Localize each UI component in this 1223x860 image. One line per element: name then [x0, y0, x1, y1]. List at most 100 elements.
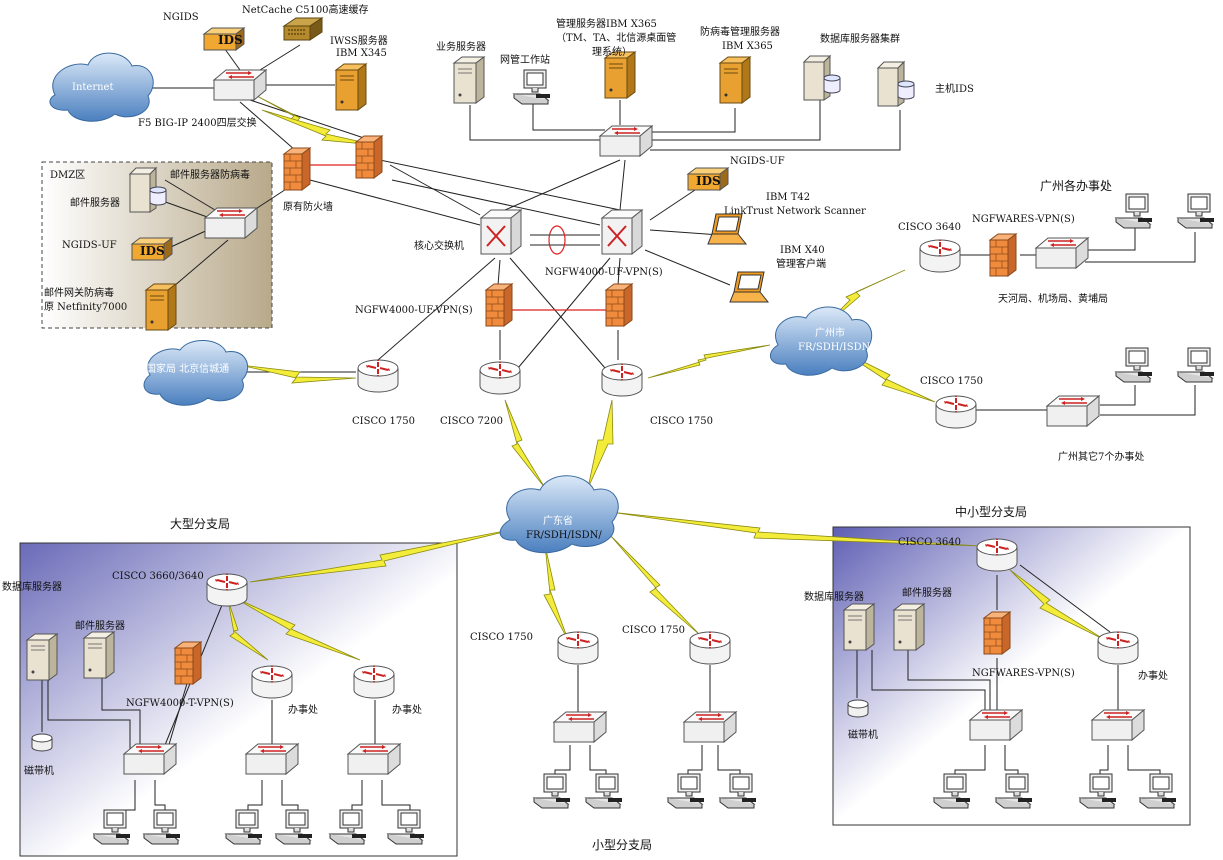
- server-switch-icon: [599, 125, 653, 157]
- large-office1-switch-icon: [245, 743, 299, 775]
- prov-cloud-label-2: FR/SDH/ISDN/: [526, 530, 602, 541]
- business-server-icon: [453, 56, 485, 104]
- gz-ngfwares-firewall-icon: [989, 233, 1017, 277]
- gz-cisco1750-label: CISCO 1750: [920, 376, 983, 387]
- cisco3640-gz-router-icon: [919, 238, 961, 273]
- large-mail-server-icon: [83, 631, 115, 679]
- gz-offices-label: 天河局、机场局、黄埔局: [998, 292, 1108, 305]
- core-switch-right-icon: [601, 209, 643, 255]
- gz-office-switch-icon: [1035, 237, 1089, 269]
- netws-label: 网管工作站: [500, 53, 550, 66]
- gz-pc-3-icon: [1115, 347, 1153, 383]
- medium-office-switch-icon: [1091, 709, 1145, 741]
- large-tape-icon: [31, 733, 53, 752]
- ibm-x40-laptop-icon: [729, 271, 769, 303]
- medium-office-label: 办事处: [1138, 669, 1168, 682]
- small-router-2-icon: [689, 630, 731, 665]
- medium-branch-switch-icon: [969, 709, 1023, 741]
- large-firewall-icon: [174, 641, 202, 685]
- large-mail-label: 邮件服务器: [75, 619, 125, 632]
- ids-badge-text: IDS: [218, 33, 243, 47]
- f5-label: F5 BIG-IP 2400四层交换: [138, 116, 257, 129]
- iwss-model-label: IBM X345: [336, 48, 387, 59]
- old-firewall-right-icon: [355, 135, 383, 179]
- mail-gw-model-label: 原 Netfinity7000: [44, 301, 127, 313]
- mail-gw-label: 邮件网关防病毒: [44, 286, 114, 299]
- t42-scanner-label: LinkTrust Network Scanner: [724, 206, 866, 217]
- large-office2-switch-icon: [347, 743, 401, 775]
- x40-client-label: 管理客户端: [776, 257, 826, 270]
- host-ids-icon: [877, 61, 915, 107]
- medium-router-label: CISCO 3640: [898, 537, 961, 548]
- dmz-ids-badge-text: IDS: [140, 244, 165, 258]
- gz-pc-2-icon: [1177, 193, 1215, 229]
- av-server-model-label: IBM X365: [722, 41, 773, 52]
- core-switch-label: 核心交换机: [414, 239, 464, 252]
- ibm-t42-laptop-icon: [707, 213, 747, 245]
- db-cluster-label: 数据库服务器集群: [820, 32, 900, 45]
- red-links: [310, 164, 608, 311]
- medium-db-server-icon: [843, 603, 875, 651]
- medium-mail-label: 邮件服务器: [902, 586, 952, 599]
- vpn-firewall-left-icon: [485, 283, 513, 327]
- vpn-left-label: NGFW4000-UF-VPN(S): [355, 305, 473, 316]
- t42-label: IBM T42: [766, 192, 810, 203]
- small-pc-4-icon: [719, 773, 757, 809]
- internet-cloud: [49, 52, 154, 122]
- small-router-1-icon: [557, 630, 599, 665]
- mgmt-server-label-2: （TM、TA、北信源桌面管: [556, 31, 676, 44]
- f5-switch-icon: [213, 69, 267, 101]
- mail-av-label: 邮件服务器防病毒: [170, 168, 250, 181]
- medium-firewall-icon: [983, 611, 1011, 655]
- core-ngids-label: NGIDS-UF: [730, 156, 785, 167]
- dmz-ngids-label: NGIDS-UF: [62, 240, 117, 251]
- small-pc-1-icon: [533, 773, 571, 809]
- medium-branch-title: 中小型分支局: [955, 504, 1027, 519]
- large-office1-router-icon: [251, 664, 293, 699]
- gz-others-label: 广州其它7个办事处: [1058, 450, 1144, 463]
- small-switch-2-icon: [683, 711, 737, 743]
- cisco1750-left-router-icon: [357, 358, 399, 393]
- gz-other-switch-icon: [1046, 395, 1100, 427]
- gz-city-cloud-label-2: FR/SDH/ISDN/: [798, 342, 874, 353]
- old-firewall-left-icon: [283, 147, 311, 191]
- gz-pc-4-icon: [1177, 347, 1215, 383]
- small-pc-2-icon: [585, 773, 623, 809]
- large-cisco-router-icon: [206, 572, 248, 607]
- netcache-device-icon: [282, 17, 324, 41]
- gz-city-cloud-label: 广州市: [815, 326, 845, 339]
- medium-tape-label: 磁带机: [848, 728, 878, 741]
- medium-db-label: 数据库服务器: [804, 590, 864, 603]
- mgmt-server-label: 管理服务器IBM X365: [556, 17, 657, 30]
- large-router-label: CISCO 3660/3640: [112, 571, 204, 582]
- large-branch-title: 大型分支局: [170, 517, 230, 531]
- gz-ngfwares-label: NGFWARES-VPN(S): [972, 214, 1075, 225]
- small-cisco-1-label: CISCO 1750: [470, 632, 533, 643]
- cisco7200-label: CISCO 7200: [440, 416, 503, 427]
- core-ids-badge-text: IDS: [696, 174, 721, 188]
- large-db-label: 数据库服务器: [2, 580, 62, 593]
- large-tape-label: 磁带机: [24, 764, 54, 777]
- large-office1-label: 办事处: [288, 703, 318, 716]
- ngids-label: NGIDS: [163, 12, 199, 23]
- cisco1750-left-label: CISCO 1750: [352, 416, 415, 427]
- small-branch-title: 小型分支局: [592, 838, 652, 852]
- large-office2-router-icon: [353, 664, 395, 699]
- gz-pc-1-icon: [1115, 193, 1153, 229]
- guangzhou-city-cloud: [770, 306, 873, 376]
- cisco1750-right-label: CISCO 1750: [650, 416, 713, 427]
- medium-fw-label: NGFWARES-VPN(S): [972, 668, 1075, 679]
- medium-tape-icon: [847, 699, 869, 718]
- guangdong-province-cloud: [499, 475, 619, 554]
- host-ids-label: 主机IDS: [935, 82, 974, 95]
- db-cluster-icon: [803, 55, 841, 101]
- old-firewall-label: 原有防火墙: [283, 200, 333, 213]
- netmgmt-workstation-icon: [513, 69, 551, 105]
- small-cisco-2-label: CISCO 1750: [622, 625, 685, 636]
- biz-server-label: 业务服务器: [436, 40, 486, 53]
- av-server-label: 防病毒管理服务器: [700, 25, 780, 38]
- cisco7200-router-icon: [479, 360, 521, 395]
- mgmt-server-icon: [604, 51, 636, 99]
- gz-title: 广州各办事处: [1040, 178, 1112, 193]
